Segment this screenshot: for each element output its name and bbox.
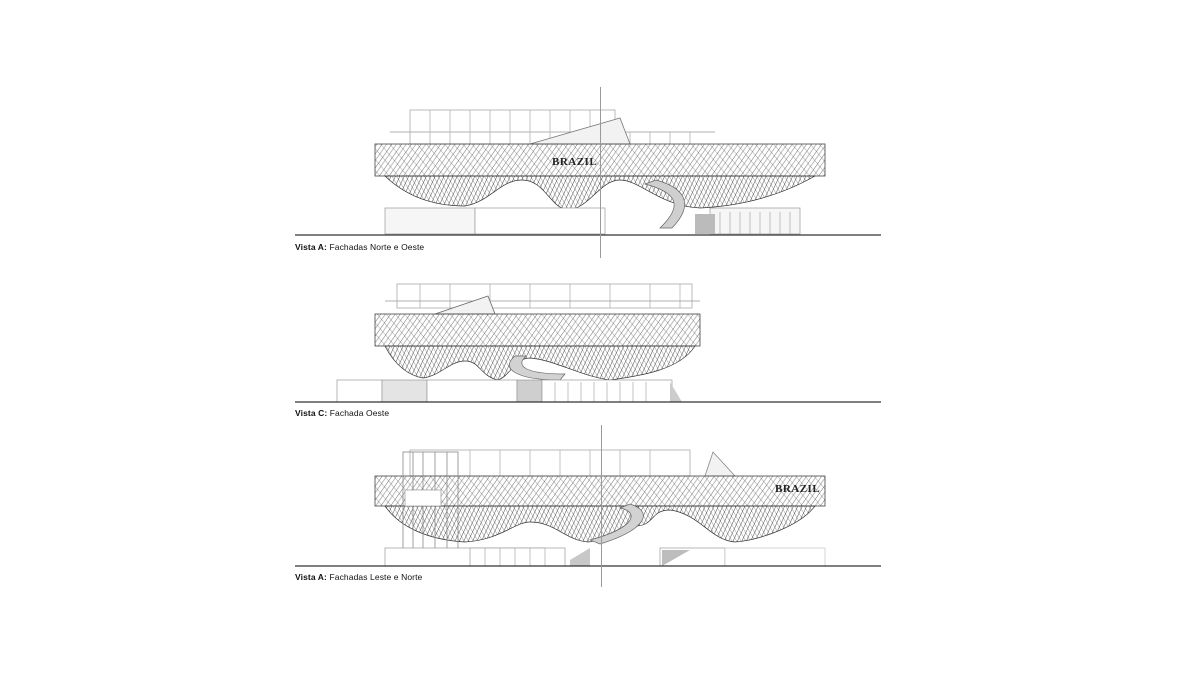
vertical-axis-line xyxy=(601,425,602,587)
caption: Vista A: Fachadas Leste e Norte xyxy=(295,572,422,582)
caption-label: Vista C: xyxy=(295,408,328,418)
caption: Vista C: Fachada Oeste xyxy=(295,408,389,418)
facade-sign: BRAZIL xyxy=(775,483,821,495)
caption-text: Fachadas Norte e Oeste xyxy=(329,242,425,252)
caption-label: Vista A: xyxy=(295,572,327,582)
elevation-drawing xyxy=(295,283,881,403)
vertical-axis-line xyxy=(600,87,601,258)
elevation-vista-a-leste-norte: BRAZIL Vista A: Fachadas Leste e Norte xyxy=(290,440,890,590)
elevation-vista-c-oeste: Vista C: Fachada Oeste xyxy=(290,276,890,426)
caption: Vista A: Fachadas Norte e Oeste xyxy=(295,242,424,252)
caption-label: Vista A: xyxy=(295,242,327,252)
elevation-vista-a-norte-oeste: BRAZIL Vista A: Fachadas Norte e Oeste xyxy=(290,80,890,260)
caption-text: Fachadas Leste e Norte xyxy=(329,572,423,582)
caption-text: Fachada Oeste xyxy=(329,408,390,418)
elevation-drawing xyxy=(295,449,881,567)
facade-sign: BRAZIL xyxy=(552,156,598,168)
